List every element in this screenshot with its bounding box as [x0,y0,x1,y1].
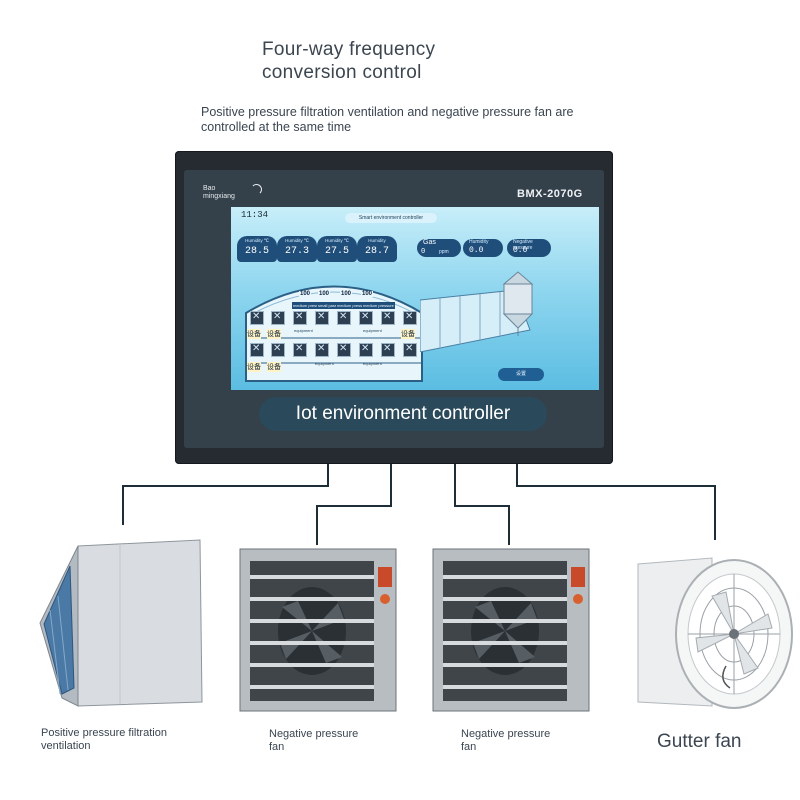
gauge-value: 28.5 [244,246,269,257]
gauge-2: Humidity ℃ 27.3 [277,236,317,262]
fan-percent-1: 100 [299,291,312,297]
equipment-label: 设备 [247,329,261,339]
gas-value: 0 [421,248,426,256]
fan-control-button[interactable] [315,311,329,325]
fan-control-button[interactable] [271,343,285,357]
gauge-3: Humidity ℃ 27.5 [317,236,357,262]
headline-line-1: Four-way frequency [262,39,436,60]
fan-control-button[interactable] [271,311,285,325]
gauge-label: Humidity ℃ [245,238,269,243]
negative-fan-2-image [432,548,590,712]
wire [327,464,329,486]
gauge-value: 27.5 [324,246,349,257]
wire [390,464,392,506]
caption-bar [259,397,547,431]
fan-control-button[interactable] [359,311,373,325]
label-line-1: Negative pressure [269,728,359,740]
model-number: BMX-2070G [517,188,583,200]
gas-unit: ppm [439,249,449,255]
wire [714,485,716,540]
label-line-1: Positive pressure filtration [41,727,167,739]
fan-control-button[interactable] [337,343,351,357]
fan-label-1: medium pressure [292,302,325,309]
wire [122,485,329,487]
equipment-tag: equipment [294,328,313,333]
negative-pressure-value: 0.0 [513,246,528,255]
equipment-label: 设备 [401,329,415,339]
wire [508,505,510,545]
fan-control-button[interactable] [315,343,329,357]
fan-control-button[interactable] [359,343,373,357]
equipment-tag: equipment [363,328,382,333]
equipment-tag: equipment [363,361,382,366]
label-negative-fan-1: Negative pressure fan [269,728,358,754]
screen-clock: 11:34 [241,210,269,220]
label-positive-filtration: Positive pressure filtration ventilation [41,727,167,753]
wire [316,505,318,545]
wire [516,464,518,486]
wire [122,485,124,525]
subtitle: Positive pressure filtration ventilation… [201,105,621,135]
gauge-label: Humidity [368,238,386,243]
label-line-1: Negative pressure [461,728,551,740]
label-line-2: fan [461,741,477,753]
humidity-value: 0.0 [469,246,484,255]
fan-percent-4: 100 [361,291,374,297]
humidity-label: Humidity [469,239,489,245]
fan-control-button[interactable] [337,311,351,325]
equipment-label: 设备 [267,329,281,339]
fan-control-button[interactable] [403,311,417,325]
equipment-label: 设备 [267,362,281,372]
silo-icon [502,271,534,336]
negative-pressure-label: Negative pressure [513,239,533,251]
filtration-unit-image [39,539,203,707]
fan-control-button[interactable] [250,343,264,357]
equipment-tag: equipment [315,361,334,366]
headline: Four-way frequency conversion control [262,38,435,84]
gauge-value: 27.3 [284,246,309,257]
power-icon [251,184,262,195]
label-line-2: ventilation [41,740,91,752]
gauge-4: Humidity 28.7 [357,236,397,262]
controller-caption: Iot environment controller [295,403,511,424]
label-gutter-fan: Gutter fan [657,731,742,752]
negative-fan-1-image [239,548,397,712]
humidity-reading: Humidity 0.0 [463,239,503,257]
fan-percent-2: 100 [318,291,331,297]
subtitle-line-2: controlled at the same time [201,120,352,134]
fan-control-button[interactable] [293,343,307,357]
headline-line-2: conversion control [262,62,422,83]
label-line-2: fan [269,741,285,753]
fan-control-button[interactable] [293,311,307,325]
label-negative-fan-2: Negative pressure fan [461,728,550,754]
screen-title: Smart environment controller [345,213,437,223]
gutter-fan-image [637,557,793,709]
wire [316,505,392,507]
gauge-value: 28.7 [364,246,389,257]
equipment-label: 设备 [247,362,261,372]
settings-button[interactable]: 设置 [498,368,544,381]
gas-label: Gas [423,239,436,246]
fan-control-button[interactable] [381,311,395,325]
fan-label-4: medium pressure [362,302,395,309]
gauge-1: Humidity ℃ 28.5 [237,236,277,262]
fan-control-button[interactable] [403,343,417,357]
fan-control-button[interactable] [381,343,395,357]
gauge-label: Humidity ℃ [325,238,349,243]
wire [454,505,510,507]
gauge-label: Humidity ℃ [285,238,309,243]
brand-line-2: mingxiang [203,193,235,200]
subtitle-line-1: Positive pressure filtration ventilation… [201,105,574,119]
fan-label-3: medium pressure [336,302,369,309]
fan-percent-3: 100 [340,291,353,297]
fan-label-2: small pass [317,302,338,309]
tunnel-illustration [420,290,531,352]
brand-logo: Bao mingxiang [203,185,235,201]
fan-control-button[interactable] [250,311,264,325]
negative-pressure-reading: Negative pressure 0.0 [507,239,551,257]
wire [454,464,456,506]
gas-reading: Gas 0 ppm [417,239,461,257]
brand-line-1: Bao [203,185,216,192]
wire [516,485,716,487]
